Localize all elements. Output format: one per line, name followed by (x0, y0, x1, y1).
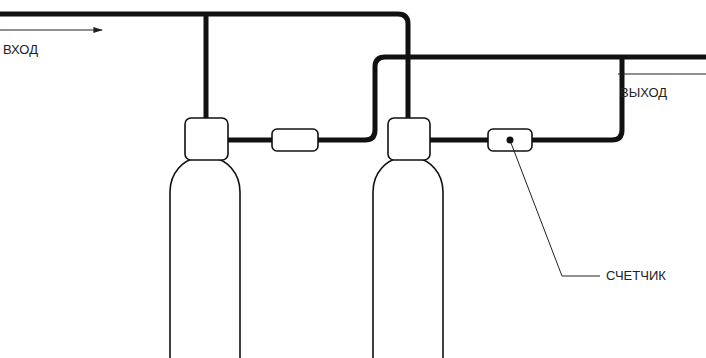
right-valve (388, 118, 430, 160)
inlet-pipe (0, 14, 408, 120)
right-outlet-pipe (430, 138, 488, 143)
left-meter (272, 129, 318, 151)
meter-label: СЧЕТЧИК (606, 268, 666, 284)
right-meter (488, 129, 532, 151)
inlet-arrow (0, 29, 102, 30)
inlet-branch (204, 14, 209, 120)
right-cylinder (373, 158, 443, 358)
inlet-label: ВХОД (3, 42, 38, 58)
right-return-pipe (532, 57, 622, 140)
left-cylinder (170, 158, 240, 358)
meter-dot (507, 137, 514, 144)
left-outlet-pipe (228, 138, 272, 143)
outlet-label: ВЫХОД (620, 85, 667, 101)
leader-line (511, 143, 600, 276)
outlet-pipe (318, 57, 706, 140)
left-valve (185, 118, 228, 160)
outlet-line (618, 73, 706, 74)
